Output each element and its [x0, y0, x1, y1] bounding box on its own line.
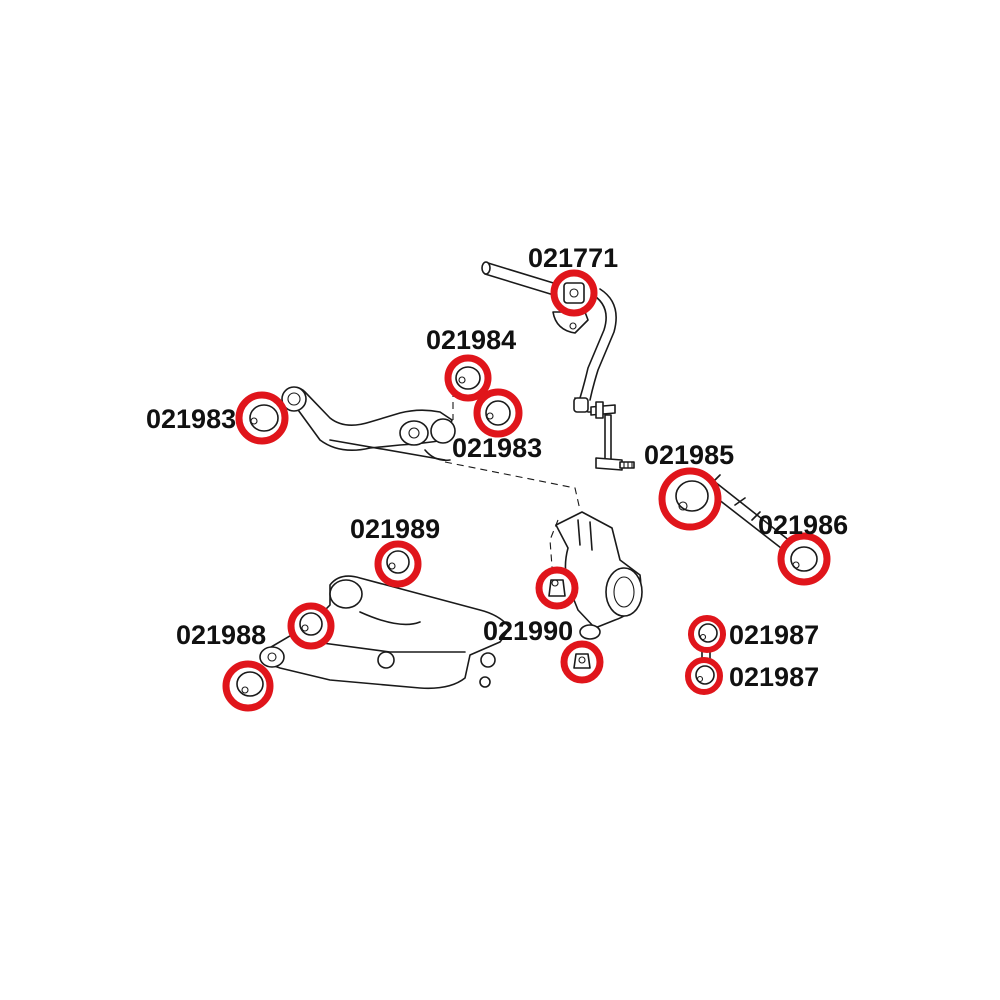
bushing-021989-highlight[interactable] — [374, 540, 422, 588]
label-021986: 021986 — [758, 510, 848, 540]
bushing-021990-upper-highlight[interactable] — [535, 566, 579, 610]
bushing-021985-highlight[interactable] — [658, 467, 722, 531]
upper-control-arm — [281, 386, 581, 511]
label-021989: 021989 — [350, 514, 440, 544]
bushing-021988-lower-highlight[interactable] — [222, 660, 274, 712]
bushing-021986-highlight[interactable] — [777, 532, 831, 586]
bushing-021990-lower-highlight[interactable] — [560, 640, 604, 684]
wheel-knuckle — [549, 511, 643, 640]
part-labels: 021771 021984 021983 021983 021985 02198… — [146, 243, 848, 692]
bushing-021987-top-highlight[interactable] — [688, 615, 726, 653]
label-021988: 021988 — [176, 620, 266, 650]
label-021987-top: 021987 — [729, 620, 819, 650]
stabilizer-link — [590, 401, 635, 471]
highlight-rings — [222, 269, 831, 712]
label-021990: 021990 — [483, 616, 573, 646]
label-021984: 021984 — [426, 325, 516, 355]
bushing-021983-left-highlight[interactable] — [235, 391, 289, 445]
bushing-021984-highlight[interactable] — [444, 354, 492, 402]
label-021771: 021771 — [528, 243, 618, 273]
label-021983-left: 021983 — [146, 404, 236, 434]
label-021987-bottom: 021987 — [729, 662, 819, 692]
bushing-021987-bottom-highlight[interactable] — [685, 657, 723, 695]
stabilizer-bar — [481, 261, 617, 413]
label-021983-right: 021983 — [452, 433, 542, 463]
bushing-021983-right-highlight[interactable] — [473, 388, 523, 438]
bushing-021988-upper-highlight[interactable] — [287, 602, 335, 650]
label-021985: 021985 — [644, 440, 734, 470]
lower-control-arm — [259, 575, 511, 690]
bushing-021771-highlight[interactable] — [550, 269, 598, 317]
